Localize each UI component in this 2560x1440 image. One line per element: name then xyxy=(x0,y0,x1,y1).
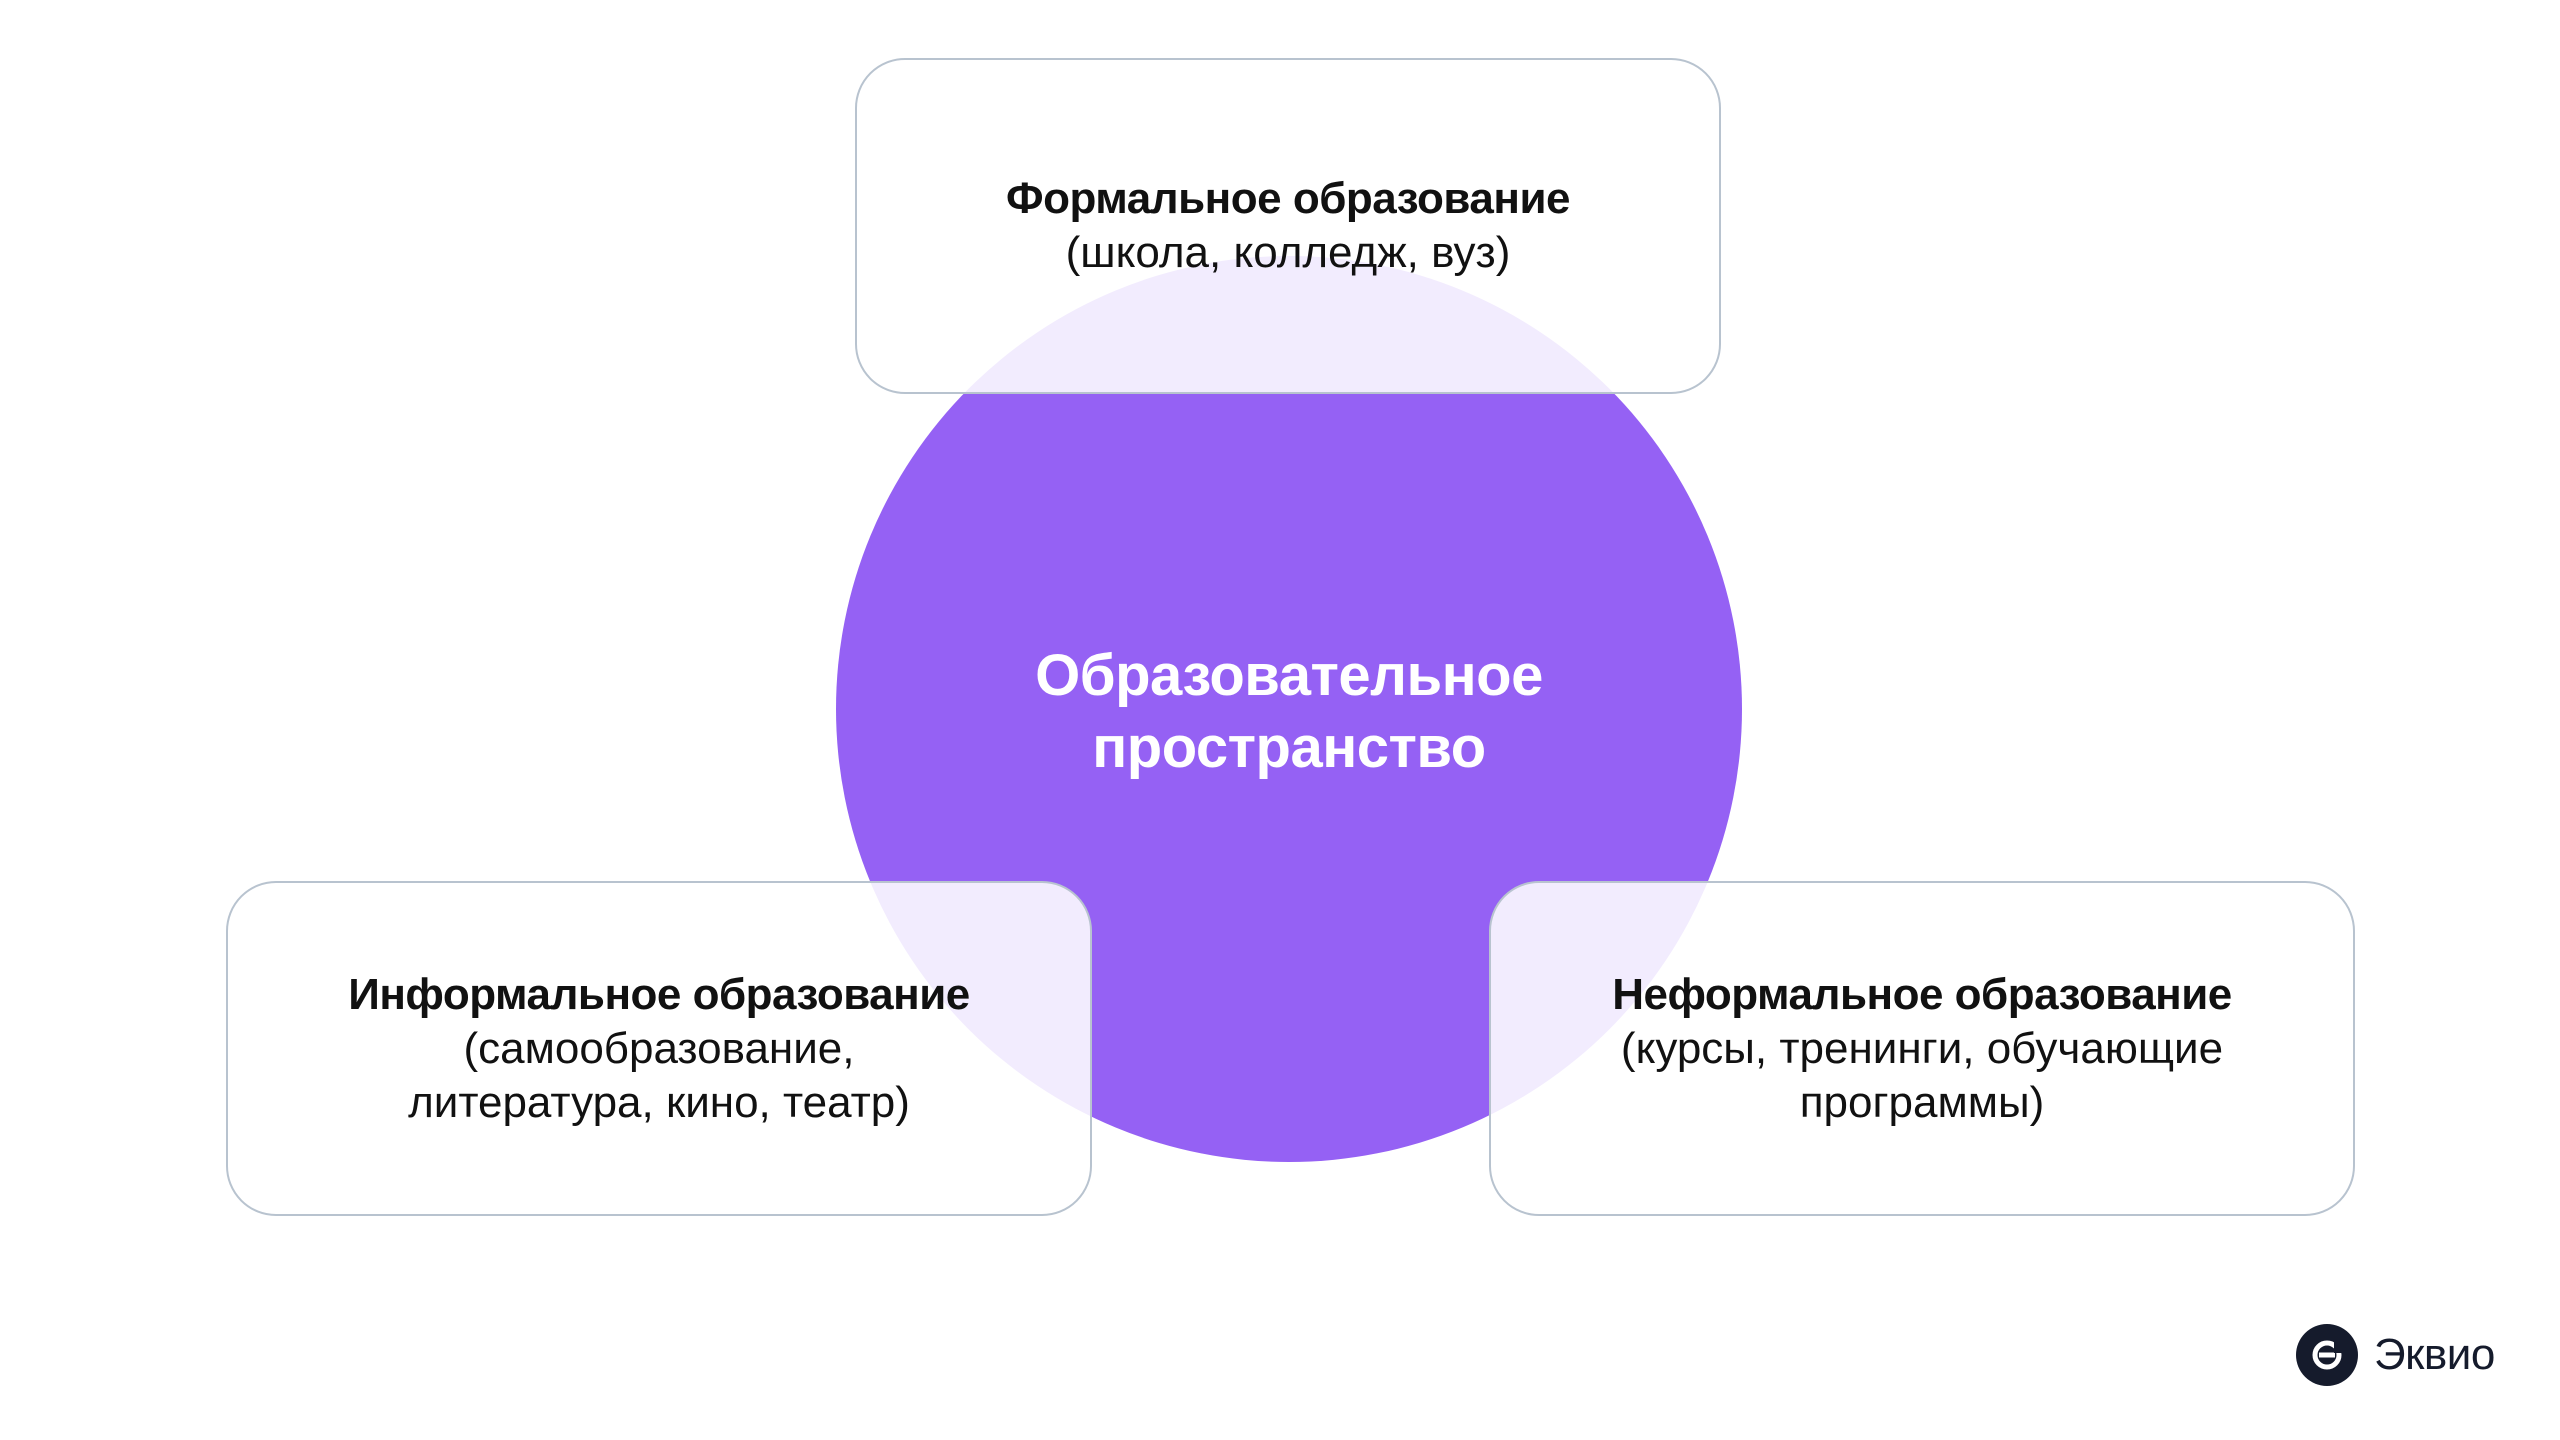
central-label-line1: Образовательное xyxy=(1035,643,1543,708)
card-nonformal-description: (курсы, тренинги, обучающие программы) xyxy=(1621,1022,2223,1130)
central-label-line2: пространство xyxy=(1092,715,1486,780)
card-formal-education: Формальное образование (школа, колледж, … xyxy=(855,58,1721,394)
card-informal-description-line2: литература, кино, театр) xyxy=(408,1077,910,1127)
card-informal-education: Информальное образование (самообразовани… xyxy=(226,881,1092,1216)
card-nonformal-education: Неформальное образование (курсы, тренинг… xyxy=(1489,881,2355,1216)
brand-logo: Эквио xyxy=(2296,1324,2495,1386)
brand-logo-text: Эквио xyxy=(2374,1330,2495,1379)
card-nonformal-title: Неформальное образование xyxy=(1612,969,2232,1019)
ekvio-logo-icon xyxy=(2296,1324,2358,1386)
card-informal-description-line1: (самообразование, xyxy=(463,1023,855,1073)
central-label: Образовательное пространство xyxy=(836,640,1742,784)
card-informal-description: (самообразование, литература, кино, теат… xyxy=(408,1022,910,1130)
card-formal-title: Формальное образование xyxy=(1006,174,1570,223)
card-formal-description: (школа, колледж, вуз) xyxy=(1066,226,1511,280)
card-nonformal-description-line2: программы) xyxy=(1799,1077,2045,1127)
card-nonformal-description-line1: (курсы, тренинги, обучающие xyxy=(1620,1023,2224,1073)
card-informal-title: Информальное образование xyxy=(348,969,970,1019)
card-formal-description-line1: (школа, колледж, вуз) xyxy=(1065,228,1511,277)
